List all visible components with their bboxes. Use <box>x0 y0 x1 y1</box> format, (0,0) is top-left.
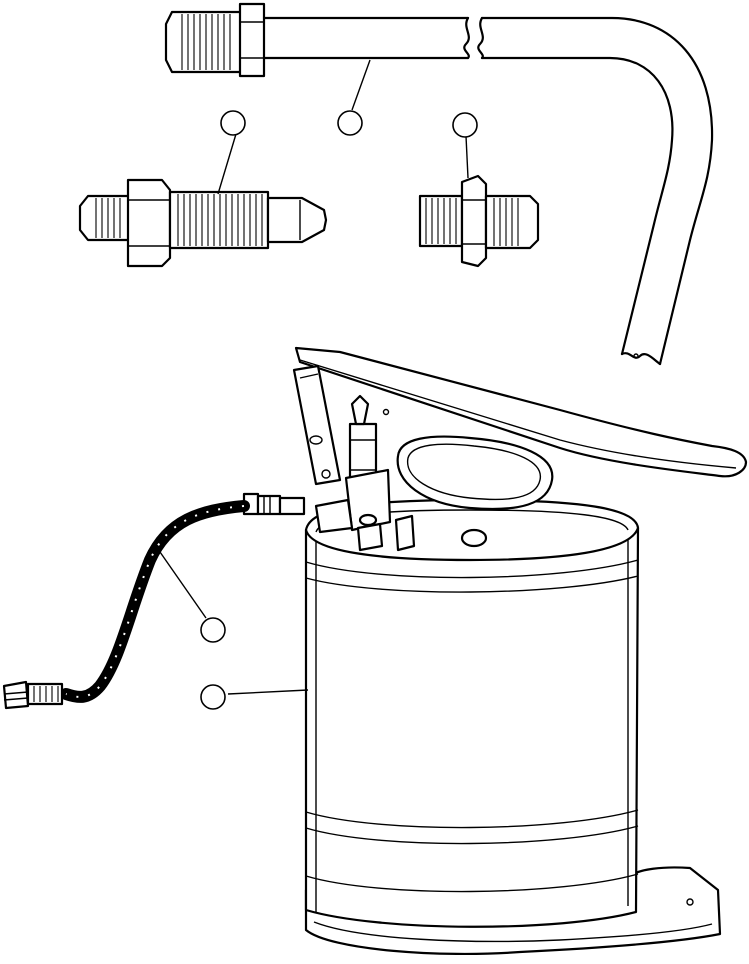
fitting-left-body-threads <box>177 194 263 246</box>
tube-fitting-threads <box>181 14 231 70</box>
callout-fitting-right <box>452 112 478 138</box>
hose-end-threads <box>33 686 59 702</box>
fitting-left <box>78 178 328 268</box>
callout-pump-bucket <box>200 684 226 710</box>
fitting-right-end-threads <box>493 198 519 246</box>
tube-assembly <box>164 2 714 366</box>
fitting-right <box>418 174 540 268</box>
callout-hose <box>200 617 226 643</box>
hose <box>2 492 306 710</box>
pump-bucket <box>304 472 722 956</box>
callout-fitting-left <box>220 110 246 136</box>
pump-handle <box>294 346 748 478</box>
callout-leaders <box>159 59 469 695</box>
pump-head <box>292 364 554 552</box>
callout-tube <box>337 110 363 136</box>
fitting-right-threads <box>425 198 457 244</box>
fitting-left-threads <box>95 198 121 238</box>
